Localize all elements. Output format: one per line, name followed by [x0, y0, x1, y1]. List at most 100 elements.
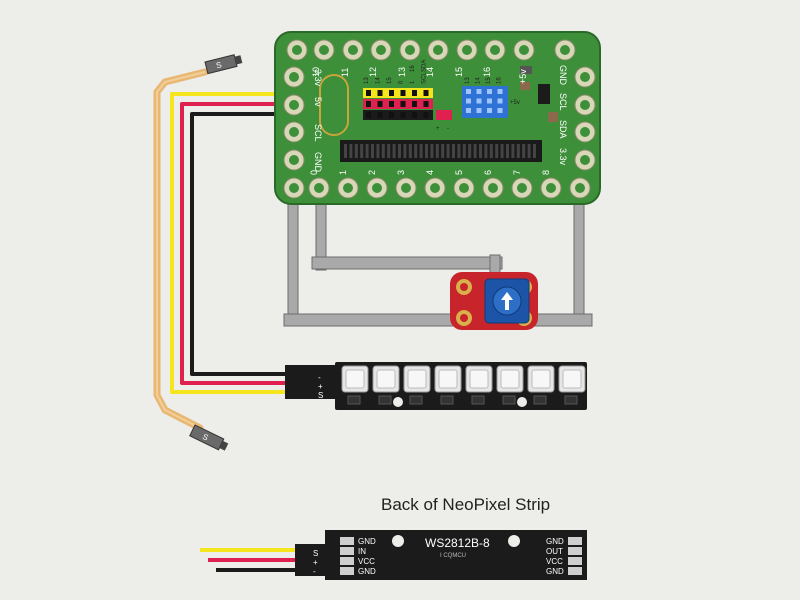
header-label-4: 1 [410, 80, 416, 84]
back-pad-right-1 [568, 547, 582, 555]
pin-label-5: 5 [454, 170, 464, 175]
connector-label: S [215, 60, 222, 70]
led-8 [558, 365, 586, 405]
pin-label-6: 6 [483, 170, 493, 175]
pad-top-10[interactable] [313, 39, 335, 61]
pad-right-SCL[interactable] [574, 94, 596, 116]
pad-right-SDA[interactable] [574, 121, 596, 143]
back-label-right-2: VCC [546, 557, 563, 566]
back-pad-right-3 [568, 567, 582, 575]
pad-left-SCL[interactable] [283, 121, 305, 143]
side-label-right-2: SDA [558, 120, 568, 139]
pad-right-GND[interactable] [574, 66, 596, 88]
pin-label-7: 7 [512, 170, 522, 175]
back-label-right-0: GND [546, 537, 564, 546]
led-1 [341, 365, 369, 405]
back-label-left-3: GND [358, 567, 376, 576]
pad-top-14[interactable] [427, 39, 449, 61]
pin-label-1: 1 [338, 170, 348, 175]
pad-top-15[interactable] [456, 39, 478, 61]
header-label-extra-1: SDA [422, 60, 428, 72]
pad-corner-br[interactable] [569, 177, 591, 199]
tan-cable [153, 68, 209, 432]
pad-bottom-1[interactable] [337, 177, 359, 199]
pin-label-14: 14 [425, 67, 435, 77]
pin-label-0: 0 [309, 170, 319, 175]
pin-label-power: +5v [518, 69, 528, 84]
back-pad-left-1 [340, 547, 354, 555]
connector-top[interactable]: S [204, 53, 243, 75]
pad-left-5v[interactable] [283, 94, 305, 116]
pad-bottom-2[interactable] [366, 177, 388, 199]
side-label-right-1: SCL [558, 93, 568, 111]
pin-label-8: 8 [541, 170, 551, 175]
side-label-left-1: 5v [313, 97, 323, 107]
strip-chip-name: WS2812B-8 [425, 536, 490, 550]
wires-front [170, 92, 285, 394]
header-label-3: 0 [399, 80, 405, 84]
pad-corner-bl[interactable] [283, 177, 305, 199]
back-pad-left-3 [340, 567, 354, 575]
power-logo-icon [319, 74, 349, 136]
arrow-up-icon [501, 292, 513, 310]
right-header-label-1: 14 [476, 77, 482, 84]
pin-label-4: 4 [425, 170, 435, 175]
pin-label-3: 3 [396, 170, 406, 175]
pin-label-12: 12 [368, 67, 378, 77]
led-3 [403, 365, 431, 405]
side-label-left-2: SCL [313, 124, 323, 142]
pad-bottom-5[interactable] [453, 177, 475, 199]
right-header-power: +5v [510, 100, 520, 106]
pin-label-11: 11 [340, 68, 350, 77]
pad-bottom-3[interactable] [395, 177, 417, 199]
pin-label-13: 13 [397, 67, 407, 77]
pin-label-10: 10 [311, 67, 321, 77]
side-label-right-0: GND [558, 65, 568, 86]
pin-label-15: 15 [454, 67, 464, 77]
pad-right-3.3v[interactable] [574, 149, 596, 171]
pad-top-13[interactable] [399, 39, 421, 61]
connector-label-bottom: S [201, 432, 210, 442]
right-header-label-2: 15 [486, 77, 492, 84]
pad-bottom-7[interactable] [511, 177, 533, 199]
side-label-left-3: GND [313, 152, 323, 173]
strip-mark-plus: + [318, 382, 323, 391]
pad-top-power[interactable] [513, 39, 535, 61]
pad-top-16[interactable] [484, 39, 506, 61]
back-label-right-1: OUT [546, 547, 563, 556]
back-pad-right-2 [568, 557, 582, 565]
header-label-1: 14 [376, 77, 382, 84]
strip-mark-s: S [318, 391, 323, 400]
pad-bottom-6[interactable] [482, 177, 504, 199]
pin-label-2: 2 [367, 170, 377, 175]
neopixel-strip-front[interactable]: - + S [285, 362, 587, 410]
pad-left-3.3v[interactable] [283, 66, 305, 88]
back-label-left-0: GND [358, 537, 376, 546]
pad-top-12[interactable] [370, 39, 392, 61]
pad-corner-tr[interactable] [554, 39, 576, 61]
side-label-right-3: 3.3v [558, 148, 568, 166]
pad-bottom-4[interactable] [424, 177, 446, 199]
header-label-5: SCL [422, 72, 428, 84]
pad-bottom-8[interactable] [540, 177, 562, 199]
pad-top-9[interactable] [286, 39, 308, 61]
caption: Back of NeoPixel Strip [381, 495, 550, 514]
back-label-left-2: VCC [358, 557, 375, 566]
strip-mark-minus: - [318, 373, 321, 382]
connector-bottom[interactable]: S [189, 424, 229, 452]
pin-label-16: 16 [482, 67, 492, 77]
pad-bottom-0[interactable] [308, 177, 330, 199]
led-5 [465, 365, 493, 405]
potentiometer[interactable] [450, 272, 538, 330]
back-mark-s: S [313, 549, 318, 558]
pad-left-GND[interactable] [283, 149, 305, 171]
neopixel-strip-back[interactable]: S + - WS2812B-8 I CQMCU GNDINVCCGNDGNDOU… [200, 530, 587, 580]
switch-minus-label: - [447, 126, 449, 132]
led-2 [372, 365, 400, 405]
right-header-label-0: 13 [465, 77, 471, 84]
switch-plus-label: + [436, 126, 440, 132]
pad-top-11[interactable] [342, 39, 364, 61]
back-label-right-3: GND [546, 567, 564, 576]
strip-maker: I CQMCU [440, 553, 466, 559]
